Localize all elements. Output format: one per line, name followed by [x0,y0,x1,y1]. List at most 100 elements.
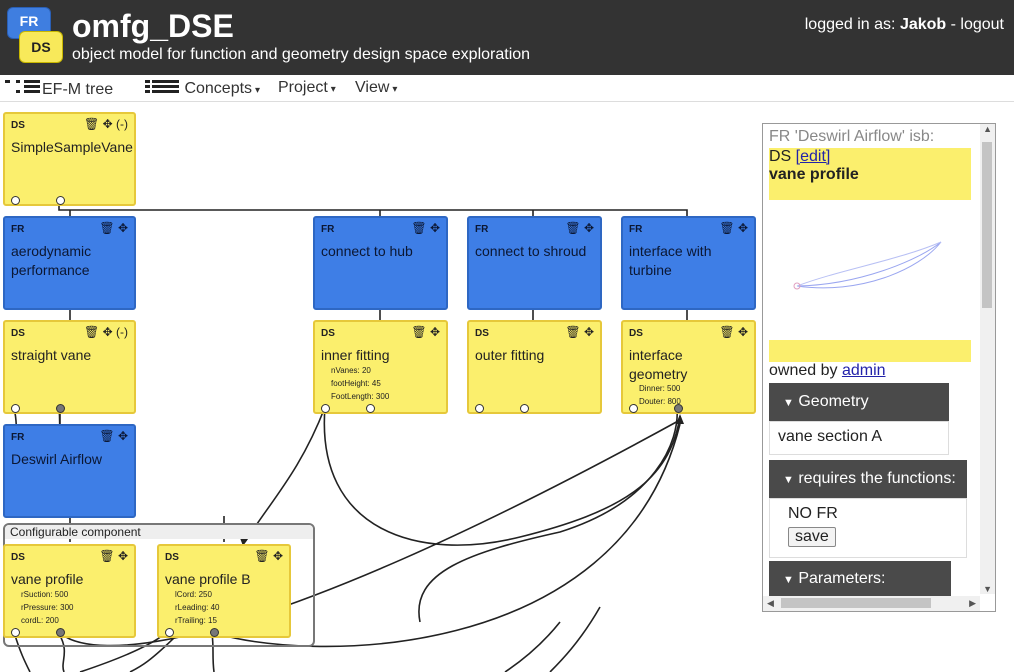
node-params: Dinner: 500 Douter: 800 [639,382,681,408]
ds-node-outer-fitting[interactable]: DS 🗑 ✥ outer fitting [467,320,602,414]
caret-down-icon: ▼ [783,574,794,586]
trash-icon[interactable]: 🗑 [411,221,427,235]
node-type-label: FR [11,432,25,443]
ds-node-simplesamplevane[interactable]: DS 🗑 ✥ (-) SimpleSampleVane [3,112,136,206]
scroll-up-icon[interactable]: ▲ [983,124,992,134]
trash-icon[interactable]: 🗑 [84,117,100,131]
owner-link[interactable]: admin [841,362,886,379]
move-icon[interactable]: ✥ [737,325,748,339]
node-type-label: DS [11,120,25,131]
move-icon[interactable]: ✥ [272,549,283,563]
node-port[interactable] [321,404,330,413]
node-port[interactable] [56,404,65,413]
save-button[interactable]: save [788,527,836,547]
chevron-down-icon: ▾ [392,84,398,95]
parameters-accordion-header[interactable]: ▼ Parameters: [769,561,951,597]
node-port[interactable] [11,196,20,205]
trash-icon[interactable]: 🗑 [565,325,581,339]
ds-node-straight-vane[interactable]: DS 🗑 ✥ (-) straight vane [3,320,136,414]
node-title: outer fitting [475,347,545,363]
panel-vertical-scrollbar[interactable]: ▲ ▼ [980,124,995,594]
trash-icon[interactable]: 🗑 [719,325,735,339]
geometry-accordion-header[interactable]: ▼ Geometry [769,383,949,421]
scrollbar-thumb[interactable] [982,142,992,308]
node-port[interactable] [11,628,20,637]
requires-accordion-header[interactable]: ▼ requires the functions: [769,460,967,498]
tree-icon [5,80,40,93]
login-status: logged in as: Jakob - logout [805,16,1004,34]
trash-icon[interactable]: 🗑 [99,221,115,235]
move-icon[interactable]: ✥ [429,325,440,339]
logout-link[interactable]: logout [960,16,1004,33]
app-logo: FR DS [8,8,64,62]
trash-icon[interactable]: 🗑 [84,325,100,339]
menu-view[interactable]: View▾ [355,79,397,97]
trash-icon[interactable]: 🗑 [719,221,735,235]
ds-node-interface-geometry[interactable]: DS 🗑 ✥ interface geometry Dinner: 500 Do… [621,320,756,414]
node-port[interactable] [165,628,174,637]
trash-icon[interactable]: 🗑 [99,549,115,563]
node-type-label: DS [165,552,179,563]
trash-icon[interactable]: 🗑 [411,325,427,339]
panel-horizontal-scrollbar[interactable]: ◀ ▶ [763,596,980,611]
node-port[interactable] [210,628,219,637]
app-title: omfg_DSE [72,8,234,44]
menu-concepts[interactable]: Concepts▾ [145,79,260,98]
node-params: nVanes: 20 footHeight: 45 FootLength: 30… [331,364,389,403]
collapse-toggle[interactable]: (-) [116,325,128,339]
fr-node-interface-with-turbine[interactable]: FR 🗑 ✥ interface with turbine [621,216,756,310]
node-port[interactable] [56,628,65,637]
edit-link[interactable]: [edit] [795,148,831,165]
node-type-label: DS [321,328,335,339]
move-icon[interactable]: ✥ [117,429,128,443]
fr-node-aerodynamic-performance[interactable]: FR 🗑 ✥ aerodynamic performance [3,216,136,310]
collapse-toggle[interactable]: (-) [116,117,128,131]
node-port[interactable] [629,404,638,413]
caret-down-icon: ▼ [783,474,794,486]
node-type-label: DS [11,328,25,339]
ds-node-inner-fitting[interactable]: DS 🗑 ✥ inner fitting nVanes: 20 footHeig… [313,320,448,414]
trash-icon[interactable]: 🗑 [254,549,270,563]
menu-project[interactable]: Project▾ [278,79,336,97]
node-port[interactable] [56,196,65,205]
menu-concepts-label: Concepts [184,80,253,97]
node-tools: 🗑 ✥ [719,325,748,339]
move-icon[interactable]: ✥ [102,117,113,131]
menu-view-label: View [355,79,390,96]
node-title: interface with turbine [629,243,712,278]
fr-node-connect-to-hub[interactable]: FR 🗑 ✥ connect to hub [313,216,448,310]
trash-icon[interactable]: 🗑 [565,221,581,235]
geometry-item[interactable]: vane section A [778,428,883,445]
scroll-down-icon[interactable]: ▼ [983,584,992,594]
move-icon[interactable]: ✥ [117,549,128,563]
scroll-left-icon[interactable]: ◀ [767,598,774,608]
move-icon[interactable]: ✥ [102,325,113,339]
param-line: FootLength: 300 [331,392,390,401]
node-title: interface geometry [629,347,688,382]
node-port[interactable] [674,404,683,413]
vane-sketch [793,241,942,290]
ds-node-vane-profile-b[interactable]: DS 🗑 ✥ vane profile B lCord: 250 rLeadin… [157,544,291,638]
move-icon[interactable]: ✥ [117,221,128,235]
ds-node-vane-profile[interactable]: DS 🗑 ✥ vane profile rSuction: 500 rPress… [3,544,136,638]
app-header: FR DS omfg_DSE object model for function… [0,0,1014,75]
scrollbar-thumb[interactable] [781,598,931,608]
node-port[interactable] [11,404,20,413]
chevron-down-icon: ▾ [255,85,261,96]
move-icon[interactable]: ✥ [583,221,594,235]
fr-node-connect-to-shroud[interactable]: FR 🗑 ✥ connect to shroud [467,216,602,310]
node-port[interactable] [366,404,375,413]
scroll-right-icon[interactable]: ▶ [969,598,976,608]
node-port[interactable] [475,404,484,413]
menu-efm-tree[interactable]: EF-M tree [4,79,113,99]
node-port[interactable] [520,404,529,413]
efm-graph-canvas[interactable]: DS 🗑 ✥ (-) SimpleSampleVane FR 🗑 ✥ aerod… [0,102,1014,672]
fr-node-deswirl-airflow[interactable]: FR 🗑 ✥ Deswirl Airflow [3,424,136,518]
menu-project-label: Project [278,79,328,96]
username: Jakob [899,16,947,33]
trash-icon[interactable]: 🗑 [99,429,115,443]
move-icon[interactable]: ✥ [737,221,748,235]
move-icon[interactable]: ✥ [583,325,594,339]
move-icon[interactable]: ✥ [429,221,440,235]
node-tools: 🗑 ✥ [565,325,594,339]
